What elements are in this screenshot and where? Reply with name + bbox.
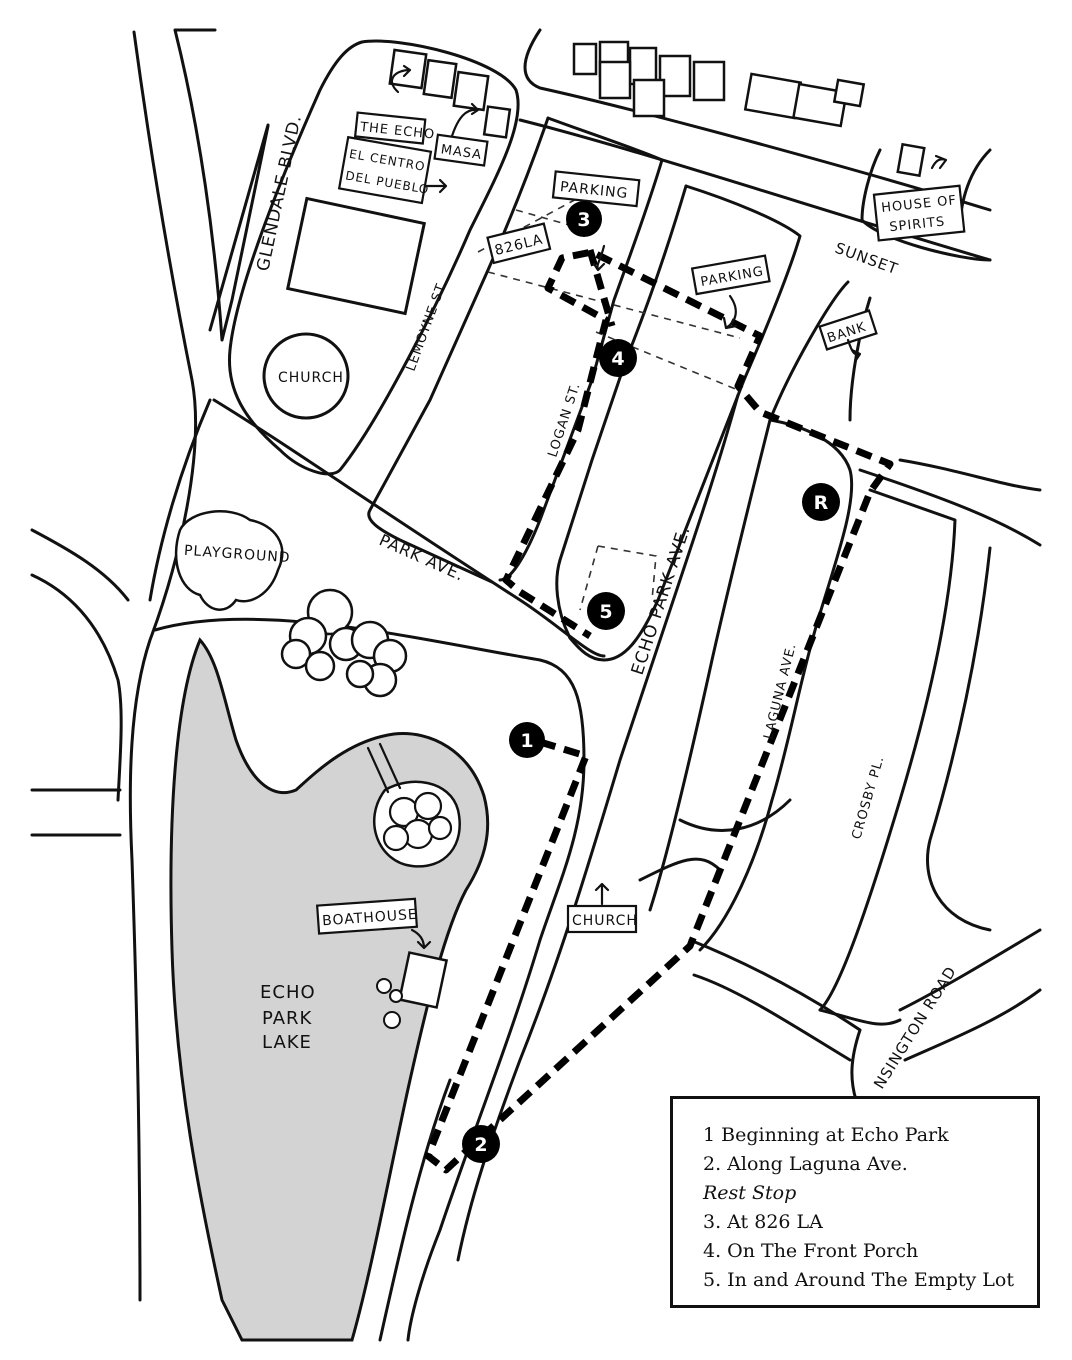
sunset-buildings	[388, 40, 926, 178]
label-parking-top: PARKING	[559, 179, 629, 202]
legend-item-3: 3. At 826 LA	[703, 1211, 823, 1233]
legend-item-1: 1 Beginning at Echo Park	[703, 1124, 949, 1146]
direction-arrows	[391, 64, 948, 950]
label-church-bottom: CHURCH	[572, 913, 638, 929]
park-trees	[280, 588, 408, 698]
walking-route	[424, 248, 894, 1174]
legend-item-5: 5. In and Around The Empty Lot	[703, 1269, 1014, 1291]
label-house-of-spirits-line2: SPIRITS	[889, 214, 946, 235]
marker-5[interactable]: 5	[587, 592, 625, 630]
place-labels: THE ECHO MASA EL CENTRO DEL PUEBLO PARKI…	[183, 111, 966, 1053]
boat-icons	[376, 978, 403, 1029]
legend-rest-stop: Rest Stop	[703, 1182, 797, 1204]
label-lake-line1: ECHO	[260, 982, 316, 1003]
label-lake-line2: PARK	[262, 1008, 313, 1029]
marker-rest-stop[interactable]: R	[802, 483, 840, 521]
svg-text:2: 2	[474, 1134, 487, 1156]
marker-3[interactable]: 3	[566, 201, 602, 237]
church-top-building	[262, 332, 350, 420]
label-masa: MASA	[440, 142, 483, 163]
route-legend: 1 Beginning at Echo Park 2. Along Laguna…	[670, 1096, 1040, 1308]
street-crosby: CROSBY PL.	[849, 754, 887, 841]
legend-item-2: 2. Along Laguna Ave.	[703, 1153, 908, 1175]
label-playground: PLAYGROUND	[183, 543, 291, 566]
marker-4[interactable]: 4	[599, 339, 637, 377]
svg-text:3: 3	[577, 209, 590, 231]
marker-1[interactable]: 1	[509, 722, 545, 758]
street-kensington: NSINGTON ROAD	[870, 963, 960, 1092]
street-network	[30, 28, 1042, 1342]
label-lake-line3: LAKE	[262, 1032, 312, 1053]
svg-text:1: 1	[520, 730, 533, 752]
label-church-top: CHURCH	[278, 370, 344, 386]
svg-text:R: R	[814, 492, 829, 514]
boathouse-building	[397, 951, 449, 1009]
svg-text:4: 4	[611, 348, 624, 370]
label-boathouse: BOATHOUSE	[322, 907, 419, 930]
marker-2[interactable]: 2	[462, 1125, 500, 1163]
el-centro-building	[285, 196, 427, 316]
street-echo-park-ave: ECHO PARK AVE.	[628, 523, 695, 677]
playground-area	[174, 510, 284, 611]
island-trees	[382, 791, 453, 852]
legend-item-4: 4. On The Front Porch	[703, 1240, 919, 1262]
svg-text:5: 5	[599, 601, 612, 623]
street-sunset: SUNSET	[833, 239, 901, 278]
